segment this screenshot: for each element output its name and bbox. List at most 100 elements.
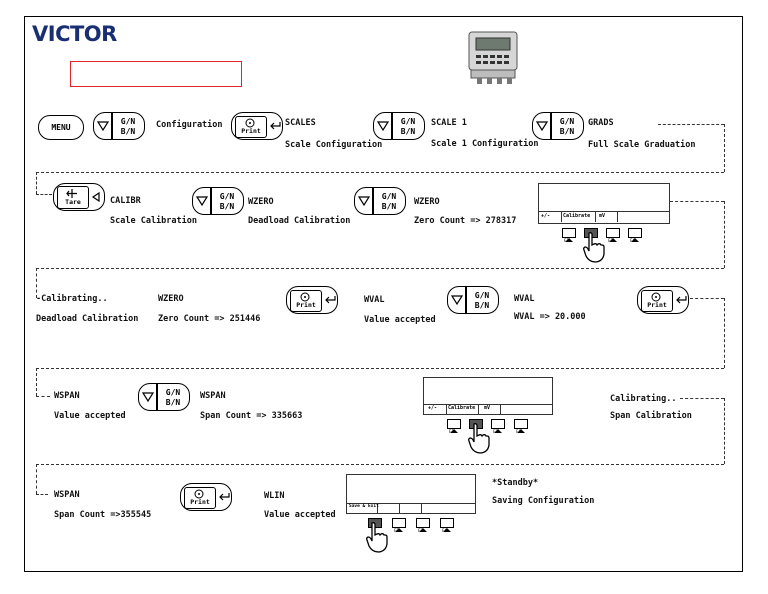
flow-connector: [36, 268, 724, 269]
calibr-label: CALIBR: [110, 196, 141, 206]
wzero-label-2: WZERO: [414, 197, 440, 207]
gn-label: G/N: [120, 117, 136, 126]
bn-label: B/N: [400, 127, 416, 136]
span-count-label-1: Span Count => 335663: [200, 411, 303, 421]
standby-label: *Standby*: [492, 478, 539, 488]
flow-connector: [724, 298, 725, 368]
scale-calibration-label: Scale Calibration: [110, 216, 197, 226]
menu-key[interactable]: MENU: [38, 115, 84, 140]
wzero-label-1: WZERO: [248, 197, 274, 207]
diagram-frame: [24, 16, 743, 572]
value-accepted-label-1: Value accepted: [364, 315, 436, 325]
scale1-configuration-label: Scale 1 Configuration: [431, 139, 539, 149]
flow-connector: [36, 494, 48, 495]
scales-label: SCALES: [285, 118, 316, 128]
softkey-mv-label: mV: [599, 213, 606, 219]
value-accepted-label-2: Value accepted: [54, 411, 126, 421]
gn-bn-key-1[interactable]: G/N B/N: [93, 112, 145, 140]
gn-bn-key-4[interactable]: G/N B/N: [192, 187, 244, 215]
wspan-label-2: WSPAN: [200, 391, 226, 401]
down-arrow-icon: [195, 196, 209, 207]
gn-bn-key-3[interactable]: G/N B/N: [532, 112, 584, 140]
flow-connector: [36, 194, 52, 195]
bn-label: B/N: [165, 398, 181, 407]
f4-key[interactable]: [628, 228, 642, 242]
f3-key[interactable]: [491, 419, 505, 433]
deadload-calibration-label-2: Deadload Calibration: [36, 314, 139, 324]
flow-connector: [670, 201, 724, 202]
print-key-3[interactable]: Print: [637, 286, 689, 314]
zero-count-label: Zero Count => 278317: [414, 216, 517, 226]
left-arrow-icon: [91, 191, 100, 203]
print-label: Print: [647, 301, 667, 309]
print-key-2[interactable]: Print: [286, 286, 338, 314]
f1-key[interactable]: [562, 228, 576, 242]
gn-bn-key-7[interactable]: G/N B/N: [138, 383, 190, 411]
pointing-hand-icon: [583, 232, 605, 263]
print-label: Print: [296, 301, 316, 309]
enter-arrow-icon: [325, 296, 336, 304]
f3-key[interactable]: [416, 518, 430, 532]
down-arrow-icon: [141, 392, 155, 403]
gn-label: G/N: [165, 388, 181, 397]
f1-key[interactable]: [447, 419, 461, 433]
zero-count-label-2: Zero Count => 251446: [158, 314, 261, 324]
indicator-display: +/- Calibrate mV: [538, 183, 670, 224]
bn-label: B/N: [474, 301, 490, 310]
print-key-4[interactable]: Print: [180, 483, 232, 511]
f2-key[interactable]: [392, 518, 406, 532]
tare-label: Tare: [65, 198, 81, 206]
f4-key[interactable]: [514, 419, 528, 433]
gn-label: G/N: [474, 291, 490, 300]
saving-configuration-label: Saving Configuration: [492, 496, 595, 506]
flow-connector: [36, 464, 724, 465]
f4-label: F4: [630, 238, 635, 243]
f3-key[interactable]: [606, 228, 620, 242]
indicator-display: Save & Exit: [346, 474, 476, 514]
f1-label: F1: [564, 238, 569, 243]
flow-connector: [36, 396, 50, 397]
calibrating-label-2: Calibrating..: [610, 394, 677, 404]
print-key-1[interactable]: Print: [231, 112, 283, 140]
flow-connector: [36, 172, 37, 194]
flow-connector: [658, 124, 724, 125]
print-target-icon: [245, 118, 255, 128]
f3-label: F3: [493, 429, 498, 434]
f4-label: F4: [442, 528, 447, 533]
down-arrow-icon: [96, 121, 110, 132]
enter-arrow-icon: [676, 296, 687, 304]
f4-key[interactable]: [440, 518, 454, 532]
gn-bn-key-5[interactable]: G/N B/N: [354, 187, 406, 215]
print-target-icon: [300, 292, 310, 302]
flow-connector: [36, 368, 37, 396]
value-accepted-label-3: Value accepted: [264, 510, 336, 520]
full-scale-graduation-label: Full Scale Graduation: [588, 140, 696, 150]
gn-label: G/N: [400, 117, 416, 126]
wspan-label-3: WSPAN: [54, 490, 80, 500]
scale-configuration-label: Scale Configuration: [285, 140, 383, 150]
softkey-save-exit-label: Save & Exit: [349, 504, 379, 509]
wlin-label: WLIN: [264, 491, 285, 501]
bn-label: B/N: [559, 127, 575, 136]
victor-logo: VICTOR: [32, 22, 117, 46]
flow-connector: [724, 398, 725, 464]
f2-label: F2: [394, 528, 399, 533]
gn-label: G/N: [559, 117, 575, 126]
calibrating-label-1: -Calibrating..: [36, 294, 108, 304]
bn-label: B/N: [381, 202, 397, 211]
print-target-icon: [651, 292, 661, 302]
flow-connector: [36, 268, 37, 298]
bn-label: B/N: [219, 202, 235, 211]
deadload-calibration-label: Deadload Calibration: [248, 216, 351, 226]
f1-label: F1: [449, 429, 454, 434]
pointing-hand-icon: [366, 522, 388, 553]
scale1-label: SCALE 1: [431, 118, 467, 128]
f3-label: F3: [608, 238, 613, 243]
wzero-label-3: WZERO: [158, 294, 184, 304]
wval-value-label: WVAL => 20.000: [514, 312, 586, 322]
span-count-label-2: Span Count =>355545: [54, 510, 152, 520]
gn-bn-key-2[interactable]: G/N B/N: [373, 112, 425, 140]
gn-bn-key-6[interactable]: G/N B/N: [447, 286, 499, 314]
tare-key[interactable]: Tare: [53, 183, 105, 211]
softkey-plusminus-label: +/-: [541, 213, 551, 219]
